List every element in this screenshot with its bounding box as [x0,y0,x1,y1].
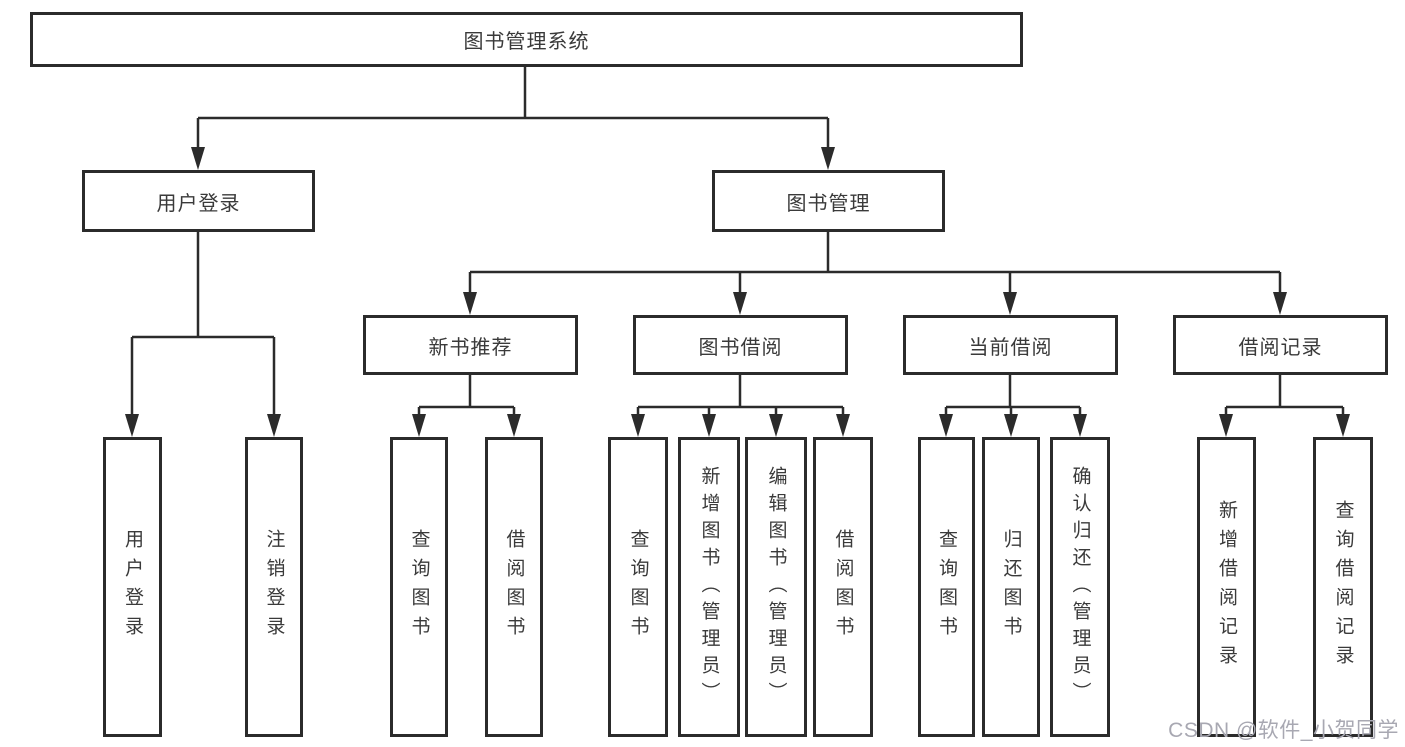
node-label: 借阅记录 [1238,336,1323,359]
arrow-down-icon [1336,414,1350,437]
arrow-down-icon [836,414,850,437]
node-book-borrow: 图书借阅 [633,315,848,375]
node-label: 用户登录 [122,529,143,645]
connector-book-borrow-to-leaves [636,375,845,414]
node-label: 图书借阅 [698,336,783,359]
node-label: 查询图书 [627,529,649,645]
connector-user-login-to-leaves [130,232,276,414]
arrow-down-icon [463,292,477,315]
arrow-down-icon [702,414,716,437]
node-borrow-books-recommend: 借阅图书 [485,437,543,737]
connector-borrow-records-to-leaves [1224,375,1345,414]
node-label: 新增借阅记录 [1216,500,1237,674]
connector-current-borrow-to-leaves [944,375,1082,414]
arrow-down-icon [631,414,645,437]
arrow-down-icon [1073,414,1087,437]
node-query-borrow-record: 查询借阅记录 [1313,437,1373,737]
arrow-down-icon [507,414,521,437]
node-label: 编辑图书（管理员） [765,465,787,709]
wire [130,232,276,414]
arrow-down-icon [769,414,783,437]
connector-new-book-recommend-to-leaves [417,375,516,414]
node-label: 新增图书（管理员） [698,465,720,709]
node-logout: 注销登录 [245,437,303,737]
node-query-books-current: 查询图书 [918,437,975,737]
arrow-down-icon [733,292,747,315]
node-edit-books-admin: 编辑图书（管理员） [745,437,807,737]
node-borrow-books-leaf: 借阅图书 [813,437,873,737]
node-label: 图书管理 [786,192,871,215]
node-user-login: 用户登录 [82,170,315,232]
arrow-down-icon [1003,292,1017,315]
wire [417,375,516,414]
node-user-login-leaf: 用户登录 [103,437,162,737]
node-label: 当前借阅 [968,336,1053,359]
connector-root-to-level2 [196,67,830,147]
arrow-down-icon [821,147,835,170]
node-add-borrow-record: 新增借阅记录 [1197,437,1256,737]
node-new-book-recommend: 新书推荐 [363,315,578,375]
arrow-down-icon [1273,292,1287,315]
wire [196,67,830,147]
csdn-watermark: CSDN @软件_小贺同学 [1168,719,1399,742]
arrow-down-icon [1219,414,1233,437]
wire [944,375,1082,414]
node-book-management: 图书管理 [712,170,945,232]
node-label: 归还图书 [1000,529,1022,645]
node-label: 确认归还（管理员） [1069,465,1091,709]
wire [1224,375,1345,414]
node-current-borrow: 当前借阅 [903,315,1118,375]
node-label: 查询图书 [936,529,957,645]
arrow-down-icon [1004,414,1018,437]
arrow-down-icon [125,414,139,437]
node-label: 图书管理系统 [463,31,590,53]
node-label: 查询图书 [408,529,430,645]
arrow-down-icon [191,147,205,170]
wire [468,232,1282,292]
node-book-management-system: 图书管理系统 [30,12,1023,67]
node-label: 注销登录 [263,529,285,645]
node-query-books-borrow: 查询图书 [608,437,668,737]
connector-book-management-to-level3 [468,232,1282,292]
node-borrow-records: 借阅记录 [1173,315,1388,375]
arrow-down-icon [412,414,426,437]
arrow-down-icon [267,414,281,437]
node-query-books-recommend: 查询图书 [390,437,448,737]
wire [636,375,845,414]
node-label: 借阅图书 [832,529,854,645]
node-label: 借阅图书 [503,529,525,645]
node-confirm-return-admin: 确认归还（管理员） [1050,437,1110,737]
node-label: 新书推荐 [428,336,513,359]
node-label: 查询借阅记录 [1332,500,1354,674]
node-label: 用户登录 [156,192,241,215]
node-add-books-admin: 新增图书（管理员） [678,437,740,737]
node-return-books: 归还图书 [982,437,1040,737]
arrow-down-icon [939,414,953,437]
